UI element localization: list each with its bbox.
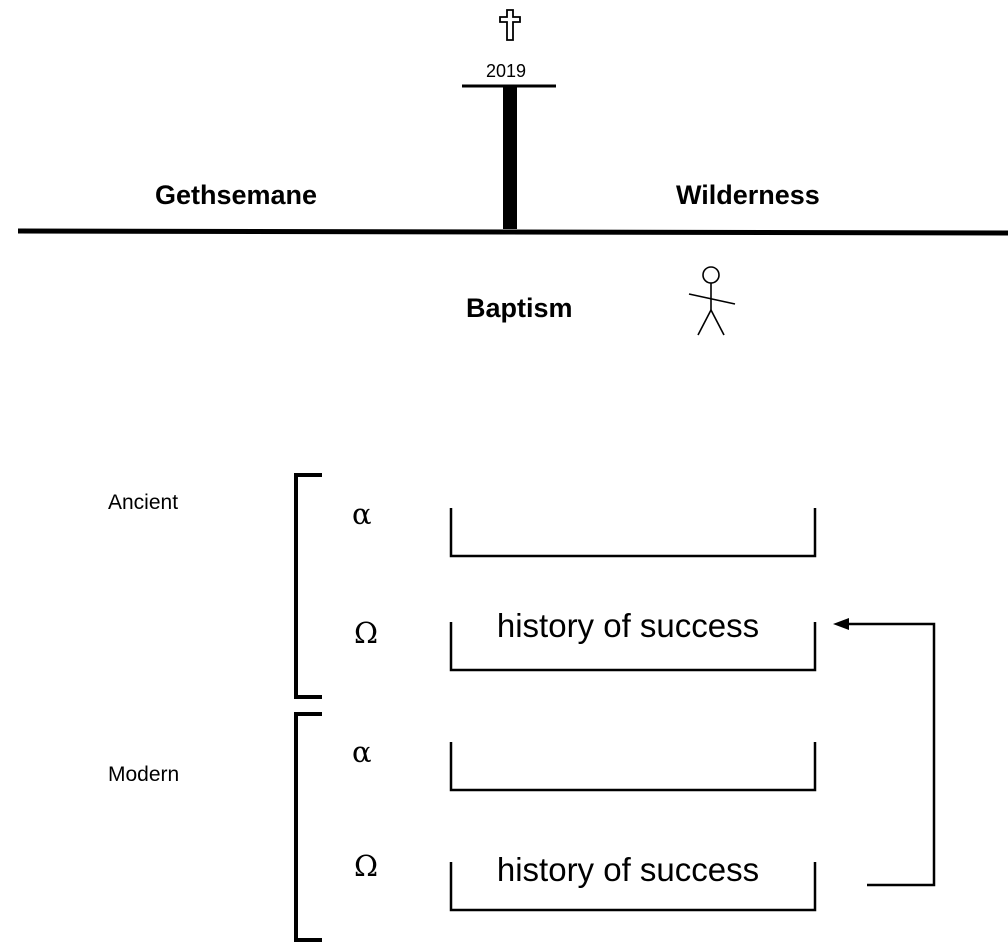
timeline-line: [17, 228, 1008, 236]
answer-box-modern-alpha: [449, 742, 817, 792]
arrow-head: [833, 618, 849, 630]
symbol-modern-alpha: α: [352, 735, 372, 769]
answer-box-modern-omega: [449, 862, 817, 912]
stick-figure-icon: [688, 266, 736, 336]
pole: [503, 87, 517, 229]
cross-icon: [499, 9, 521, 41]
answer-box-ancient-omega: [449, 622, 817, 672]
year-label: 2019: [486, 61, 527, 81]
box-text-modern-omega: history of success: [496, 851, 760, 888]
connector-line: [846, 622, 936, 887]
box-text-ancient-omega: history of success: [496, 607, 760, 644]
gethsemane-label: Gethsemane: [155, 180, 318, 210]
answer-box-ancient-alpha: [449, 508, 817, 558]
symbol-ancient-omega: Ω: [354, 616, 379, 650]
group-label-ancient: Ancient: [108, 491, 179, 514]
symbol-modern-omega: Ω: [354, 849, 379, 883]
ancient-bracket: [294, 473, 322, 699]
group-label-modern: Modern: [108, 763, 180, 786]
symbol-ancient-alpha: α: [352, 497, 372, 531]
baptism-label: Baptism: [466, 293, 573, 323]
wilderness-label: Wilderness: [676, 180, 820, 210]
modern-bracket: [294, 712, 322, 942]
